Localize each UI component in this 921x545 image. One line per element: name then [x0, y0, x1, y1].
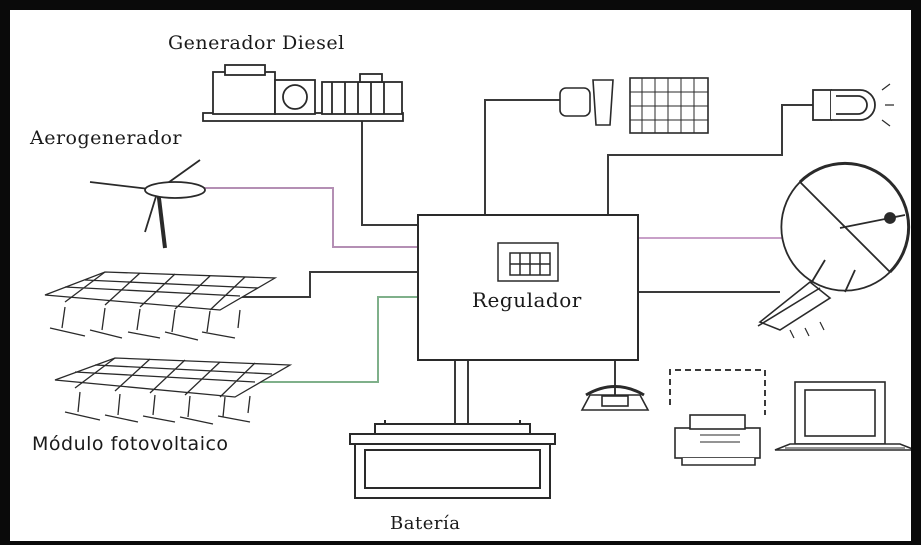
diagram-canvas — [10, 10, 921, 545]
diesel-connection-line — [362, 120, 418, 225]
computer-icon — [775, 382, 915, 450]
printer-icon — [675, 415, 760, 465]
lamp-icon — [813, 84, 894, 126]
refrigerator-icon — [560, 78, 708, 133]
printer-dashed-line — [670, 370, 765, 415]
wind-generator-label: Aerogenerador — [30, 127, 182, 149]
regulator-label: Regulador — [472, 288, 582, 312]
diesel-generator-icon — [203, 65, 403, 121]
wind-connection-line — [195, 188, 418, 247]
pv-module-label: Módulo fotovoltaico — [32, 433, 229, 455]
battery-label: Batería — [390, 513, 460, 534]
diesel-generator-label: Generador Diesel — [168, 32, 345, 54]
solar-panel-icon-2 — [55, 358, 290, 424]
radio-antenna-icon — [758, 282, 830, 338]
fridge-connection-line — [485, 100, 565, 215]
solar-panel-icon-1 — [45, 272, 275, 340]
wind-turbine-icon — [90, 160, 205, 248]
satellite-dish-icon — [781, 163, 908, 292]
battery-icon — [350, 420, 555, 498]
